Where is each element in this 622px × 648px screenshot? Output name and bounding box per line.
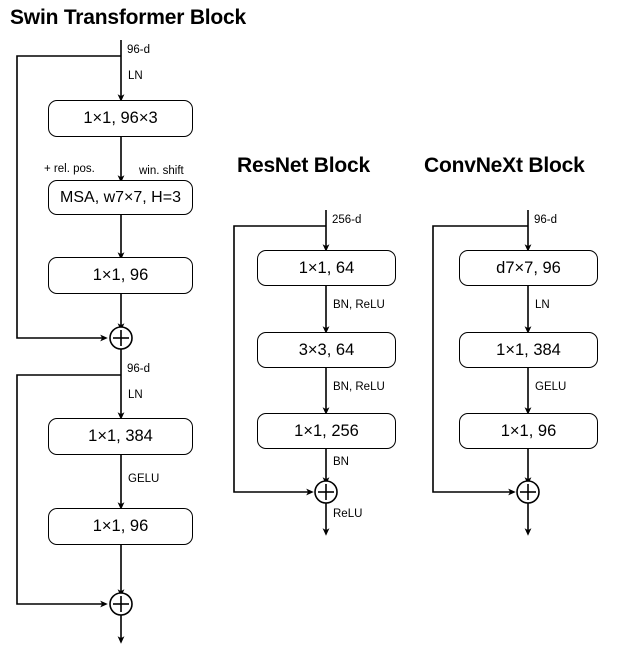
- convnext-ln-label: LN: [535, 299, 550, 311]
- resnet-bn-relu-label-2: BN, ReLU: [333, 381, 385, 393]
- swin-node-mlp-expand[interactable]: 1×1, 96×3: [48, 100, 193, 137]
- swin-block-title: Swin Transformer Block: [10, 6, 247, 29]
- convnext-node-project[interactable]: 1×1, 96: [459, 413, 598, 449]
- swin-node-msa[interactable]: MSA, w7×7, H=3: [48, 180, 193, 215]
- swin-residual-path-2: [16, 374, 121, 608]
- convnext-gelu-label: GELU: [535, 381, 567, 393]
- resnet-node-conv3x3[interactable]: 3×3, 64: [257, 332, 396, 368]
- convnext-node-depthwise[interactable]: d7×7, 96: [459, 250, 598, 286]
- swin-residual-path-1: [16, 55, 121, 342]
- swin-input-dim-label-1: 96-d: [127, 44, 151, 56]
- swin-ln-label-2: LN: [128, 389, 143, 401]
- resnet-node-expand[interactable]: 1×1, 256: [257, 413, 396, 449]
- resnet-residual-path: [233, 225, 326, 496]
- swin-node-proj[interactable]: 1×1, 96: [48, 257, 193, 294]
- swin-gelu-label: GELU: [128, 473, 160, 485]
- swin-rel-pos-label: + rel. pos.: [44, 163, 95, 175]
- convnext-block-title: ConvNeXt Block: [424, 154, 585, 177]
- swin-win-shift-label: win. shift: [139, 165, 184, 177]
- resnet-bn-label: BN: [333, 456, 349, 468]
- convnext-input-dim-label: 96-d: [534, 214, 558, 226]
- resnet-relu-output-label: ReLU: [333, 508, 363, 520]
- swin-node-ffn-project[interactable]: 1×1, 96: [48, 508, 193, 545]
- swin-ln-label-1: LN: [128, 70, 143, 82]
- resnet-bn-relu-label-1: BN, ReLU: [333, 299, 385, 311]
- swin-node-ffn-expand[interactable]: 1×1, 384: [48, 418, 193, 455]
- resnet-block-title: ResNet Block: [237, 154, 370, 177]
- resnet-node-reduce[interactable]: 1×1, 64: [257, 250, 396, 286]
- convnext-residual-path: [432, 225, 528, 496]
- resnet-input-dim-label: 256-d: [332, 214, 362, 226]
- swin-input-dim-label-2: 96-d: [127, 363, 151, 375]
- convnext-node-expand[interactable]: 1×1, 384: [459, 332, 598, 368]
